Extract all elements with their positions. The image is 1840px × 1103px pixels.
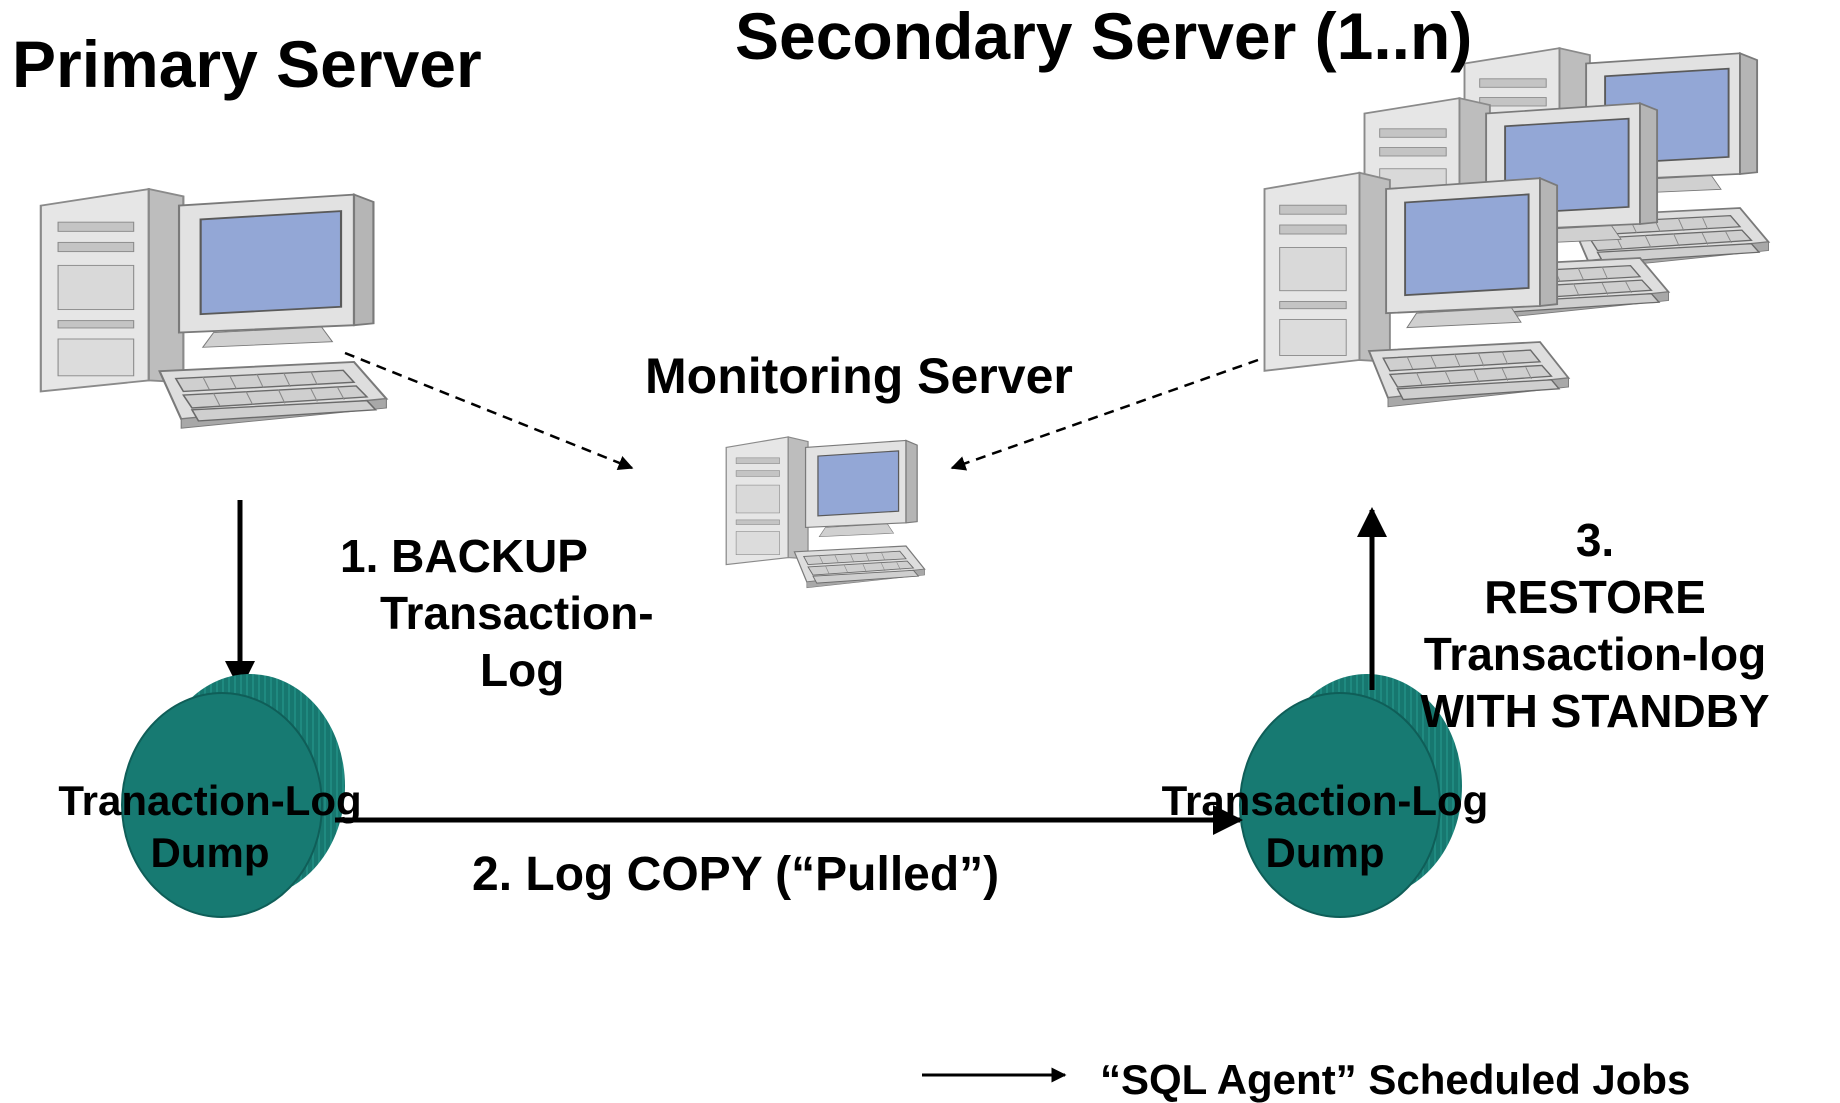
log-copy-step-label: 2. Log COPY (“Pulled”): [472, 848, 1000, 901]
legend-label: “SQL Agent” Scheduled Jobs: [1100, 1056, 1691, 1103]
monitoring-server-computer-icon: [725, 436, 926, 589]
restore-step-line: RESTORE: [1484, 571, 1706, 623]
secondary-dump-label: Transaction-Log Dump: [1150, 775, 1500, 879]
backup-step-line: Transaction-: [380, 587, 654, 639]
primary-dump-label: Tranaction-Log Dump: [40, 775, 380, 879]
secondary-to-monitor-dashed-arrow: [950, 358, 1259, 471]
primary-server-title: Primary Server: [12, 27, 482, 101]
secondary-dump-line: Dump: [1265, 829, 1385, 876]
restore-step-line: Transaction-log: [1423, 628, 1767, 680]
primary-to-monitor-dashed-arrow: [344, 351, 634, 470]
monitoring-server-title: Monitoring Server: [645, 348, 1073, 404]
backup-step-label: 1. BACKUP Transaction- Log: [340, 528, 654, 699]
backup-step-line: Log: [480, 644, 565, 696]
restore-step-line: 3.: [1575, 514, 1615, 566]
primary-dump-line: Tranaction-Log: [58, 777, 362, 824]
backup-step-line: 1. BACKUP: [340, 530, 588, 582]
primary-dump-line: Dump: [150, 829, 270, 876]
secondary-dump-line: Transaction-Log: [1161, 777, 1489, 824]
restore-step-label: 3. RESTORE Transaction-log WITH STANDBY: [1390, 512, 1800, 740]
secondary-dump-database-cylinder-icon: [1239, 674, 1462, 918]
secondary-server-title: Secondary Server (1..n): [735, 0, 1473, 73]
secondary-server-computer-icon: [1263, 171, 1570, 408]
primary-server-computer-icon: [39, 187, 388, 430]
restore-step-line: WITH STANDBY: [1420, 685, 1770, 737]
primary-dump-database-cylinder-icon: [121, 674, 345, 918]
